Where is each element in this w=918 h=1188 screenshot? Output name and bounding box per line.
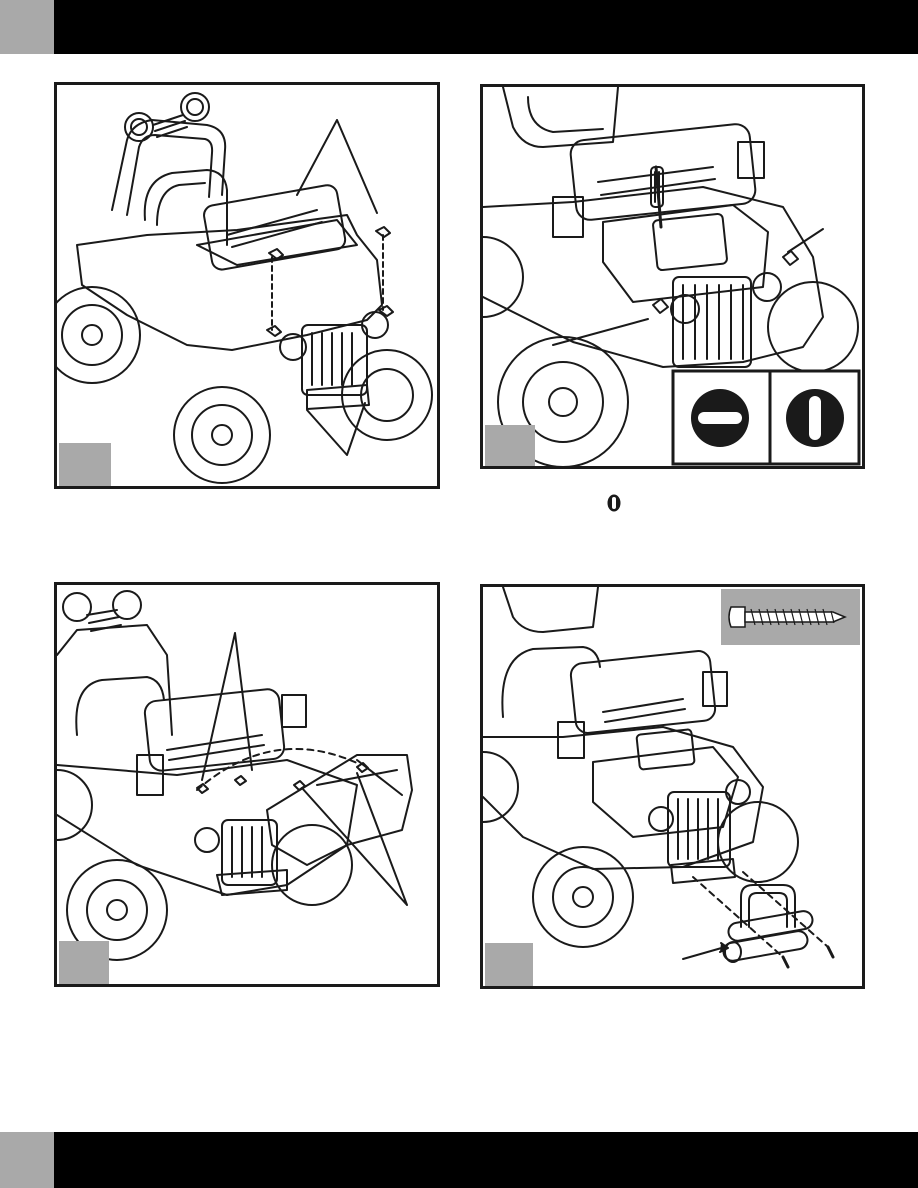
- slot-horizontal-icon: [691, 389, 749, 447]
- step-number-box: [485, 425, 535, 466]
- step-3-illustration: [54, 582, 440, 987]
- header-band: [0, 0, 918, 54]
- step-2-illustration: [480, 84, 865, 469]
- jeep-front-bumper-drawing: [483, 587, 862, 986]
- inset-icons: [673, 371, 859, 464]
- step-1-illustration: [54, 82, 440, 489]
- step-number-box: [485, 943, 533, 986]
- header-page-tab: [0, 0, 54, 54]
- jeep-hood-latches-drawing: [57, 85, 437, 486]
- slot-vertical-icon: [786, 389, 844, 447]
- slot-vertical-icon: [607, 494, 621, 512]
- step-number-box: [59, 443, 111, 486]
- jeep-screwdriver-latch-drawing: [483, 87, 862, 466]
- screw-inset: [721, 589, 860, 645]
- jeep-hood-attachment-drawing: [57, 585, 437, 984]
- step-number-box: [59, 941, 109, 984]
- step-4-illustration: [480, 584, 865, 989]
- footer-band: [0, 1132, 918, 1188]
- footer-page-tab: [0, 1132, 54, 1188]
